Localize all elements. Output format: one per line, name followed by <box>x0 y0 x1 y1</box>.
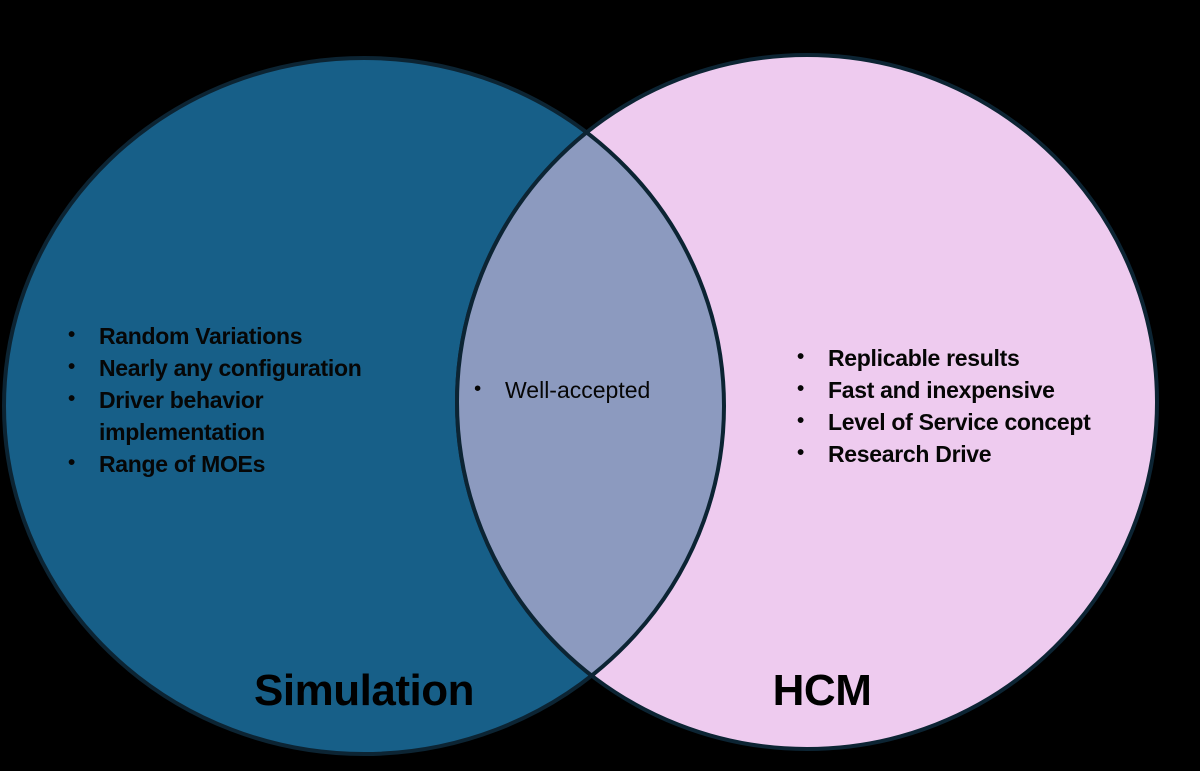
simulation-circle-arc <box>457 56 726 749</box>
list-item-text: Research Drive <box>828 441 992 467</box>
list-item-text: Well-accepted <box>505 377 651 403</box>
list-item: • Range of MOEs <box>66 448 401 480</box>
bullet-icon: • <box>68 387 75 410</box>
list-item: • Well-accepted <box>472 374 722 406</box>
bullet-icon: • <box>68 355 75 378</box>
list-item-text: Replicable results <box>828 345 1020 371</box>
list-item-text: Driver behavior implementation <box>99 387 265 445</box>
list-item: • Random Variations <box>66 320 401 352</box>
bullet-icon: • <box>474 377 482 400</box>
bullet-icon: • <box>68 451 75 474</box>
list-item: • Fast and inexpensive <box>795 374 1167 406</box>
bullet-icon: • <box>797 441 804 464</box>
list-item: • Research Drive <box>795 438 1167 470</box>
list-item-text: Level of Service concept <box>828 409 1091 435</box>
list-item-text: Nearly any configuration <box>99 355 362 381</box>
list-item: • Nearly any configuration <box>66 352 401 384</box>
hcm-label: HCM <box>772 666 872 715</box>
hcm-items-list: • Replicable results • Fast and inexpensive… <box>795 342 1167 470</box>
overlap-region <box>455 58 724 751</box>
bullet-icon: • <box>797 377 804 400</box>
list-item-text: Fast and inexpensive <box>828 377 1055 403</box>
bullet-icon: • <box>797 409 804 432</box>
simulation-label: Simulation <box>254 666 474 715</box>
list-item: • Driver behavior implementation <box>66 384 401 448</box>
list-item-text: Random Variations <box>99 323 303 349</box>
bullet-icon: • <box>797 345 804 368</box>
simulation-items-list: • Random Variations • Nearly any configurat… <box>66 320 401 480</box>
list-item-text: Range of MOEs <box>99 451 266 477</box>
bullet-icon: • <box>68 323 75 346</box>
list-item: • Replicable results <box>795 342 1167 374</box>
list-item: • Level of Service concept <box>795 406 1167 438</box>
overlap-items-list: • Well-accepted <box>472 374 722 406</box>
